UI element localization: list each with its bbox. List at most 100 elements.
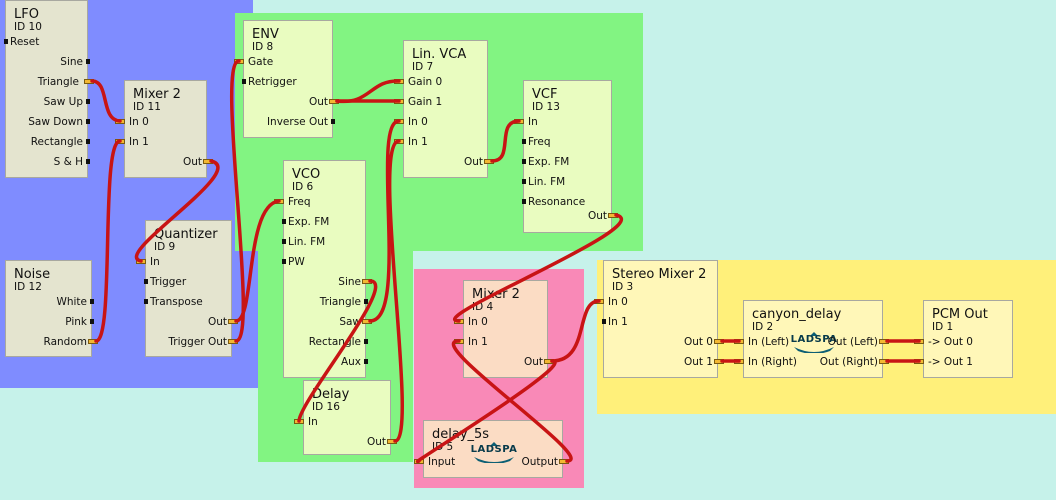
port-out-0: Out 0 xyxy=(683,336,713,348)
module-canyon-delay[interactable]: canyon_delay ID 2 LADSPA In (Left) In (R… xyxy=(743,300,883,378)
port-jack[interactable] xyxy=(364,359,368,364)
port-jack[interactable] xyxy=(228,319,238,324)
port-jack[interactable] xyxy=(559,459,569,464)
port-jack[interactable] xyxy=(364,299,368,304)
port-jack[interactable] xyxy=(522,139,526,144)
module-title: Quantizer xyxy=(154,227,218,242)
port-jack[interactable] xyxy=(115,139,125,144)
port-jack[interactable] xyxy=(362,319,372,324)
port-jack[interactable] xyxy=(394,139,404,144)
port-out: Out xyxy=(207,316,227,328)
module-vco[interactable]: VCO ID 6 Freq Exp. FM Lin. FM PW Sine Tr… xyxy=(283,160,366,378)
port-sine: Sine xyxy=(338,276,361,288)
port-transpose: Transpose xyxy=(150,296,203,308)
port-in-0: In 0 xyxy=(468,316,488,328)
module-lin-vca[interactable]: Lin. VCA ID 7 Gain 0 Gain 1 In 0 In 1 Ou… xyxy=(403,40,488,178)
port-out-1: -> Out 1 xyxy=(928,356,973,368)
port-jack[interactable] xyxy=(734,339,744,344)
port-jack[interactable] xyxy=(484,159,494,164)
port-in-1: In 1 xyxy=(408,136,428,148)
module-noise[interactable]: Noise ID 12 White Pink Random xyxy=(5,260,92,357)
port-jack[interactable] xyxy=(522,159,526,164)
module-delay-5s[interactable]: delay_5s ID 5 LADSPA Input Output xyxy=(423,420,563,478)
module-mixer-11[interactable]: Mixer 2 ID 11 In 0 In 1 Out xyxy=(124,80,207,178)
port-jack[interactable] xyxy=(608,213,618,218)
port-jack[interactable] xyxy=(144,279,148,284)
module-mixer-4[interactable]: Mixer 2 ID 4 In 0 In 1 Out xyxy=(463,280,548,378)
port-jack[interactable] xyxy=(86,159,90,164)
port-jack[interactable] xyxy=(362,279,372,284)
port-jack[interactable] xyxy=(387,439,397,444)
port-jack[interactable] xyxy=(274,199,284,204)
port-jack[interactable] xyxy=(90,319,94,324)
port-jack[interactable] xyxy=(86,99,90,104)
port-jack[interactable] xyxy=(234,59,244,64)
port-jack[interactable] xyxy=(88,339,98,344)
module-id: ID 1 xyxy=(932,321,954,333)
port-jack[interactable] xyxy=(602,319,606,324)
port-jack[interactable] xyxy=(136,259,146,264)
port-jack[interactable] xyxy=(514,119,524,124)
port-lin-fm: Lin. FM xyxy=(288,236,326,248)
port-in-1: In 1 xyxy=(608,316,628,328)
port-jack[interactable] xyxy=(522,179,526,184)
module-id: ID 7 xyxy=(412,61,434,73)
port-exp-fm: Exp. FM xyxy=(528,156,570,168)
port-jack[interactable] xyxy=(86,139,90,144)
module-env[interactable]: ENV ID 8 Gate Retrigger Out Inverse Out xyxy=(243,20,333,138)
port-in-0: In 0 xyxy=(129,116,149,128)
port-jack[interactable] xyxy=(394,99,404,104)
port-jack[interactable] xyxy=(734,359,744,364)
port-in-0: In 0 xyxy=(408,116,428,128)
port-jack[interactable] xyxy=(331,119,335,124)
port-jack[interactable] xyxy=(414,459,424,464)
port-jack[interactable] xyxy=(879,339,889,344)
module-delay-16[interactable]: Delay ID 16 In Out xyxy=(303,380,391,455)
port-jack[interactable] xyxy=(282,239,286,244)
module-quantizer[interactable]: Quantizer ID 9 In Trigger Transpose Out … xyxy=(145,220,232,357)
port-jack[interactable] xyxy=(454,339,464,344)
port-jack[interactable] xyxy=(294,419,304,424)
port-jack[interactable] xyxy=(394,79,404,84)
port-jack[interactable] xyxy=(282,259,286,264)
port-jack[interactable] xyxy=(454,319,464,324)
port-jack[interactable] xyxy=(594,299,604,304)
port-jack[interactable] xyxy=(329,99,339,104)
port-jack[interactable] xyxy=(544,359,554,364)
port-jack[interactable] xyxy=(86,59,90,64)
port-out-left: Out (Left) xyxy=(827,336,878,348)
port-jack[interactable] xyxy=(914,359,924,364)
module-id: ID 3 xyxy=(612,281,634,293)
port-jack[interactable] xyxy=(228,339,238,344)
port-jack[interactable] xyxy=(282,219,286,224)
module-title: Noise xyxy=(14,267,51,282)
port-jack[interactable] xyxy=(86,119,90,124)
port-jack[interactable] xyxy=(394,119,404,124)
port-jack[interactable] xyxy=(364,339,368,344)
port-jack[interactable] xyxy=(879,359,889,364)
port-jack[interactable] xyxy=(522,199,526,204)
port-in-0: In 0 xyxy=(608,296,628,308)
port-jack[interactable] xyxy=(242,79,246,84)
port-jack[interactable] xyxy=(90,299,94,304)
module-lfo[interactable]: LFO ID 10 Reset Sine Triangle Saw Up Saw… xyxy=(5,0,88,178)
ladspa-badge: LADSPA xyxy=(470,441,518,463)
module-vcf[interactable]: VCF ID 13 In Freq Exp. FM Lin. FM Resona… xyxy=(523,80,612,233)
module-title: canyon_delay xyxy=(752,307,842,322)
port-jack[interactable] xyxy=(115,119,125,124)
port-jack[interactable] xyxy=(144,299,148,304)
port-jack[interactable] xyxy=(84,79,94,84)
ladspa-badge-icon xyxy=(794,332,834,353)
module-stereo-mixer[interactable]: Stereo Mixer 2 ID 3 In 0 In 1 Out 0 Out … xyxy=(603,260,718,378)
port-jack[interactable] xyxy=(714,359,724,364)
port-inverse-out: Inverse Out xyxy=(266,116,328,128)
port-pw: PW xyxy=(288,256,305,268)
port-jack[interactable] xyxy=(914,339,924,344)
port-white: White xyxy=(56,296,87,308)
port-jack[interactable] xyxy=(714,339,724,344)
module-pcm-out[interactable]: PCM Out ID 1 -> Out 0 -> Out 1 xyxy=(923,300,1013,378)
port-freq: Freq xyxy=(288,196,311,208)
module-title: Lin. VCA xyxy=(412,47,467,62)
port-jack[interactable] xyxy=(4,39,8,44)
port-jack[interactable] xyxy=(203,159,213,164)
